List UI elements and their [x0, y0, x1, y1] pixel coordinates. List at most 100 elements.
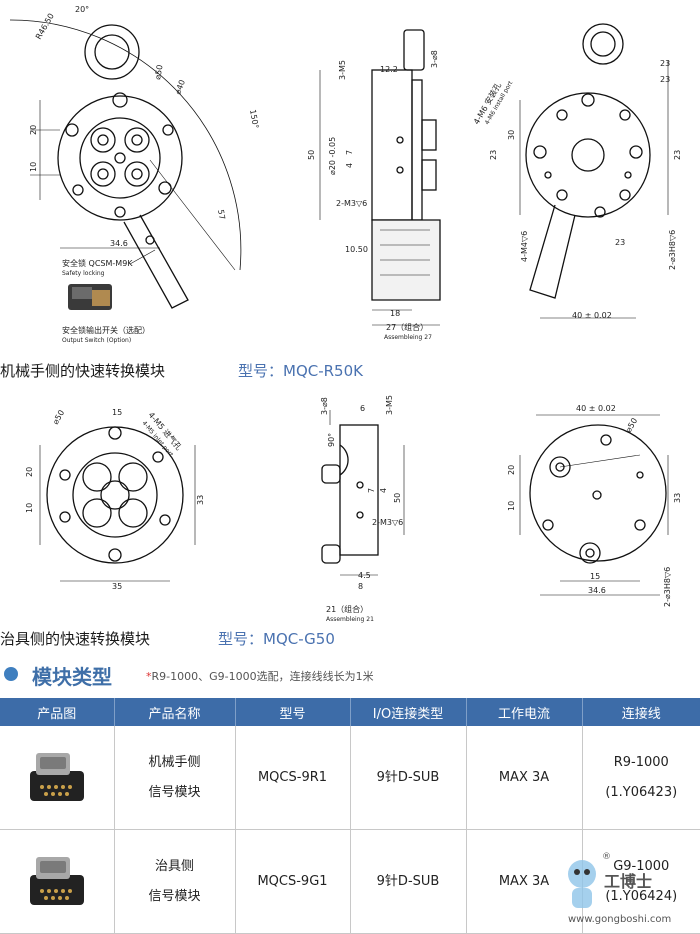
dim-23-a: 23 — [660, 59, 670, 68]
dim-33-c: 33 — [673, 493, 682, 503]
output-switch-label: 安全锁输出开关（选配） — [62, 325, 150, 335]
dim-40-b: 40 ± 0.02 — [576, 404, 616, 413]
table-row: 机械手侧信号模块 MQCS-9R1 9针D-SUB MAX 3A R9-1000… — [0, 726, 700, 830]
dim-35: 35 — [112, 582, 122, 591]
dim-20deg: 20° — [75, 5, 89, 14]
module-spec-table: 产品图 产品名称 型号 I/O连接类型 工作电流 连接线 机械手侧信号模块 MQ… — [0, 698, 700, 934]
dim-d40: ⌀40 — [173, 79, 187, 96]
table-header-row: 产品图 产品名称 型号 I/O连接类型 工作电流 连接线 — [0, 698, 700, 726]
current-cell: MAX 3A — [466, 726, 583, 830]
dim-30: 30 — [507, 130, 516, 140]
dim-15: 15 — [112, 408, 122, 417]
dim-r46: R46.50 — [34, 12, 56, 41]
dim-6: 6 — [360, 404, 365, 413]
dim-34-6-b: 34.6 — [588, 586, 606, 595]
dim-10-c: 10 — [507, 501, 516, 511]
tool-side-caption: 治具侧的快速转换模块 — [0, 630, 151, 648]
dim-2m3: 2-M3▽6 — [336, 199, 367, 208]
dim-50: 50 — [307, 150, 316, 160]
dim-27-en: Assembleing 27 — [384, 334, 432, 341]
robot-side-view — [319, 29, 441, 326]
robot-rear-view — [519, 23, 669, 319]
dsub-module-image — [29, 752, 84, 801]
dim-18: 18 — [390, 309, 400, 318]
dim-12-2: 12.2 — [380, 65, 398, 74]
dim-7: 7 — [345, 150, 354, 155]
model-cell: MQCS-9R1 — [235, 726, 351, 830]
robot-side-drawings: 20° R46.50 ⌀50 ⌀40 150° 20 10 57 34.6 安全… — [9, 5, 682, 344]
watermark-reg: ® — [602, 852, 611, 862]
dim-d20: ⌀20 -0.05 — [328, 137, 337, 175]
dim-150deg: 150° — [248, 109, 260, 130]
dim-40: 40 ± 0.02 — [572, 311, 612, 320]
dim-8: 8 — [358, 582, 363, 591]
cable-cell: G9-1000(1.Y06424) — [582, 829, 700, 934]
dim-10-5: 10.50 — [345, 245, 368, 254]
mascot-icon — [568, 860, 596, 908]
dim-23-d: 23 — [673, 150, 682, 160]
dim-20-c: 20 — [507, 465, 516, 475]
dim-23-b: 23 — [660, 75, 670, 84]
dim-15-b: 15 — [590, 572, 600, 581]
current-cell: MAX 3A — [466, 829, 583, 934]
dim-50-b: 50 — [393, 493, 402, 503]
dim-10-b: 10 — [25, 503, 34, 513]
dim-4: 4 — [345, 163, 354, 168]
dim-20: 20 — [29, 125, 38, 135]
dim-3m5: 3-M5 — [338, 60, 347, 80]
table-row: 治具侧信号模块 MQCS-9G1 9针D-SUB MAX 3A G9-1000(… — [0, 829, 700, 934]
watermark-text: 工博士 — [604, 872, 653, 891]
dim-4m4: 4-M4▽6 — [520, 231, 529, 262]
gongboshi-watermark: 工博士 ® www.gongboshi.com — [560, 850, 700, 930]
dim-2d3h8: 2-⌀3H8▽6 — [668, 230, 677, 270]
dim-21-en: Assembleing 21 — [326, 616, 374, 623]
robot-side-model: 型号：MQC-R50K — [238, 362, 363, 380]
output-switch-photo — [68, 284, 112, 310]
io-type-cell: 9针D-SUB — [350, 829, 467, 934]
dim-3m5-b: 3-M5 — [385, 395, 394, 415]
col-header-current: 工作电流 — [466, 698, 583, 726]
col-header-cable: 连接线 — [582, 698, 700, 726]
dim-d50-b: ⌀50 — [51, 409, 66, 426]
dim-23-e: 23 — [615, 238, 625, 247]
safety-lock-en: Safety locking — [62, 270, 105, 277]
product-image-cell — [0, 829, 115, 934]
tool-side-drawings: ⌀50 15 4-M5 进气孔 4-M5 inlet port 20 10 33… — [25, 395, 682, 623]
product-name-cell: 机械手侧信号模块 — [114, 726, 236, 830]
dim-34-6: 34.6 — [110, 239, 128, 248]
dim-3d8-b: 3-⌀8 — [320, 397, 329, 415]
dim-20-b: 20 — [25, 467, 34, 477]
dim-10: 10 — [29, 162, 38, 172]
dim-2m3-b: 2-M3▽6 — [372, 518, 403, 527]
dim-3d8: 3-⌀8 — [430, 50, 439, 68]
robot-front-view — [9, 19, 242, 309]
dim-4-5: 4.5 — [358, 571, 371, 580]
dsub-module-image — [29, 856, 84, 905]
col-header-model: 型号 — [235, 698, 351, 726]
module-types-title: 模块类型 — [32, 665, 112, 689]
tool-side-view — [321, 410, 405, 576]
output-switch-en: Output Switch (Option) — [62, 337, 131, 344]
section-bullet-icon — [4, 667, 18, 681]
model-cell: MQCS-9G1 — [235, 829, 351, 934]
tool-front-view — [39, 426, 196, 582]
dim-21: 21（组合） — [326, 604, 368, 614]
io-type-cell: 9针D-SUB — [350, 726, 467, 830]
dim-23-c: 23 — [489, 150, 498, 160]
product-image-cell — [0, 726, 115, 830]
product-name-cell: 治具侧信号模块 — [114, 829, 236, 934]
dim-7-b: 7 — [367, 488, 376, 493]
tool-rear-view — [519, 414, 669, 596]
dim-d50: ⌀50 — [153, 64, 164, 80]
dim-57: 57 — [216, 209, 227, 221]
module-types-note: *R9-1000、G9-1000选配，连接线线长为1米 — [146, 670, 374, 683]
col-header-io: I/O连接类型 — [350, 698, 467, 726]
watermark-url: www.gongboshi.com — [568, 914, 672, 925]
dim-27: 27（组合） — [386, 322, 428, 332]
tool-side-model: 型号：MQC-G50 — [218, 630, 335, 648]
dim-90deg: 90° — [327, 433, 336, 447]
cable-cell: R9-1000(1.Y06423) — [582, 726, 700, 830]
col-header-image: 产品图 — [0, 698, 115, 726]
safety-lock-label: 安全锁 QCSM-M9K — [62, 258, 133, 268]
dim-4-b: 4 — [379, 488, 388, 493]
